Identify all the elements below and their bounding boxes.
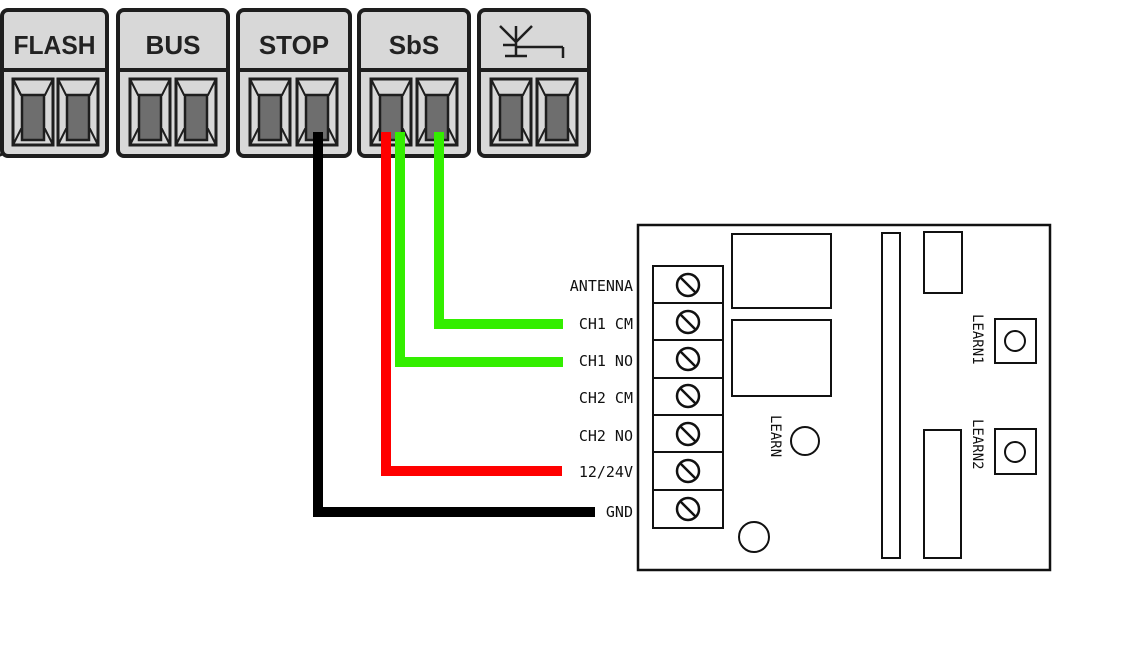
terminal-screw	[535, 77, 579, 147]
led-indicator	[738, 521, 770, 553]
learn-button[interactable]	[790, 426, 820, 456]
screw-icon	[675, 421, 701, 447]
wire-black-stop-gnd	[313, 132, 595, 517]
terminal-block-antenna	[477, 8, 591, 158]
terminal-block-sbs: SbS	[357, 8, 471, 158]
wire-green-sbs-ch1cm	[434, 132, 563, 329]
terminal-screw	[489, 77, 533, 147]
screw-icon	[675, 272, 701, 298]
terminal-label-flash: FLASH	[14, 30, 96, 60]
screw-icon	[675, 346, 701, 372]
pin-label-antenna: ANTENNA	[570, 277, 633, 295]
screw-icon	[675, 458, 701, 484]
screw-icon	[675, 309, 701, 335]
screw-icon	[675, 383, 701, 409]
receiver-terminal-strip	[652, 265, 724, 529]
terminal-screw	[415, 77, 459, 147]
pin-label-ch1-cm: CH1 CM	[579, 315, 633, 333]
pin-label-ch2-cm: CH2 CM	[579, 389, 633, 407]
module-strip	[881, 232, 901, 559]
wire-red-sbs-power	[381, 132, 562, 476]
terminal-block-flash: FLASH	[0, 8, 109, 158]
pin-label-ch1-no: CH1 NO	[579, 352, 633, 370]
terminal-screw	[248, 77, 292, 147]
antenna-symbol-icon	[499, 25, 565, 58]
wire-green-sbs-ch1no	[395, 132, 563, 367]
terminal-screw	[11, 77, 55, 147]
component-box	[923, 231, 963, 294]
learn2-label: LEARN2	[969, 419, 985, 470]
terminal-label-stop: STOP	[259, 30, 329, 60]
pin-label-power: 12/24V	[579, 463, 633, 481]
learn1-label: LEARN1	[969, 314, 985, 365]
pin-label-gnd: GND	[606, 503, 633, 521]
terminal-label-sbs: SbS	[389, 30, 440, 60]
learn-label: LEARN	[767, 415, 783, 457]
terminal-block-stop: STOP	[236, 8, 352, 158]
learn2-button-circle-icon	[1004, 441, 1026, 463]
terminal-screw	[174, 77, 218, 147]
terminal-screw	[56, 77, 100, 147]
pin-label-ch2-no: CH2 NO	[579, 427, 633, 445]
component-box	[923, 429, 962, 559]
screw-icon	[675, 496, 701, 522]
relay-component	[731, 233, 832, 309]
terminal-label-bus: BUS	[146, 30, 201, 60]
learn1-button-circle-icon	[1004, 330, 1026, 352]
receiver-board: LEARN1 LEARN2 LEARN	[636, 223, 1052, 572]
terminal-screw	[128, 77, 172, 147]
terminal-block-bus: BUS	[116, 8, 230, 158]
relay-component	[731, 319, 832, 397]
